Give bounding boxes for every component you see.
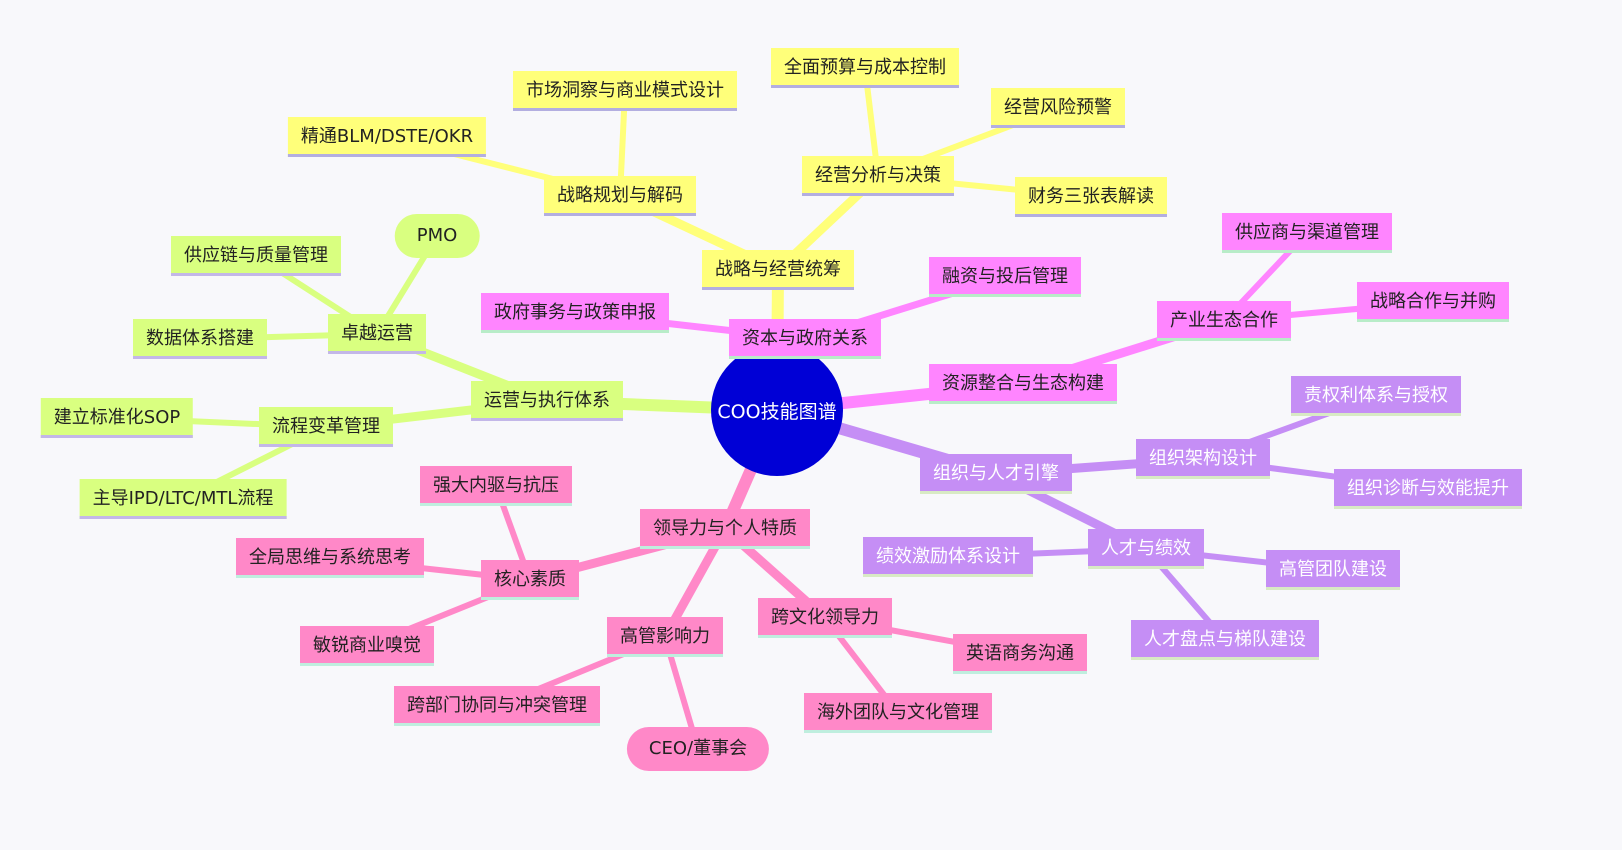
node-business-english[interactable]: 英语商务沟通 (953, 634, 1087, 674)
node-strategic-alliance[interactable]: 战略合作与并购 (1357, 282, 1509, 322)
node-financial-statements[interactable]: 财务三张表解读 (1015, 177, 1167, 217)
branch-operations[interactable]: 运营与执行体系 (471, 381, 623, 421)
node-budget-cost[interactable]: 全面预算与成本控制 (771, 48, 959, 88)
node-org-structure[interactable]: 组织架构设计 (1136, 439, 1270, 479)
node-cross-cultural[interactable]: 跨文化领导力 (758, 598, 892, 638)
branch-capital-government[interactable]: 资本与政府关系 (729, 319, 881, 359)
node-process-change[interactable]: 流程变革管理 (259, 407, 393, 447)
node-data-system[interactable]: 数据体系搭建 (133, 319, 267, 359)
node-standard-sop[interactable]: 建立标准化SOP (40, 398, 194, 438)
node-rights-authorization[interactable]: 责权利体系与授权 (1291, 376, 1461, 416)
node-executive-team[interactable]: 高管团队建设 (1266, 550, 1400, 590)
branch-organization-talent[interactable]: 组织与人才引擎 (920, 454, 1072, 494)
node-executive-influence[interactable]: 高管影响力 (607, 617, 723, 657)
node-pmo[interactable]: PMO (394, 214, 480, 258)
node-ipd-ltc-mtl[interactable]: 主导IPD/LTC/MTL流程 (79, 479, 287, 519)
node-market-insight[interactable]: 市场洞察与商业模式设计 (513, 71, 737, 111)
node-blm-dste-okr[interactable]: 精通BLM/DSTE/OKR (287, 117, 487, 157)
node-supply-chain[interactable]: 供应链与质量管理 (171, 236, 341, 276)
node-org-diagnosis[interactable]: 组织诊断与效能提升 (1334, 469, 1522, 509)
node-financing[interactable]: 融资与投后管理 (929, 257, 1081, 297)
node-core-qualities[interactable]: 核心素质 (481, 560, 579, 600)
node-ceo-board[interactable]: CEO/董事会 (626, 727, 770, 771)
node-operational-excellence[interactable]: 卓越运营 (328, 314, 426, 354)
root-node[interactable]: COO技能图谱 (711, 344, 843, 476)
node-talent-performance[interactable]: 人才与绩效 (1088, 529, 1204, 569)
node-industry-ecosystem[interactable]: 产业生态合作 (1157, 301, 1291, 341)
node-system-thinking[interactable]: 全局思维与系统思考 (236, 538, 424, 578)
node-supplier-channel[interactable]: 供应商与渠道管理 (1222, 213, 1392, 253)
node-strategic-planning[interactable]: 战略规划与解码 (544, 176, 696, 216)
node-business-analysis[interactable]: 经营分析与决策 (802, 156, 954, 196)
node-cross-department[interactable]: 跨部门协同与冲突管理 (394, 686, 600, 726)
node-government-affairs[interactable]: 政府事务与政策申报 (481, 293, 669, 333)
node-performance-incentive[interactable]: 绩效激励体系设计 (863, 537, 1033, 577)
node-overseas-team[interactable]: 海外团队与文化管理 (804, 693, 992, 733)
node-business-acumen[interactable]: 敏锐商业嗅觉 (300, 626, 434, 666)
branch-strategy[interactable]: 战略与经营统筹 (702, 250, 854, 290)
node-talent-review[interactable]: 人才盘点与梯队建设 (1131, 620, 1319, 660)
branch-resource-integration[interactable]: 资源整合与生态构建 (929, 364, 1117, 404)
branch-leadership[interactable]: 领导力与个人特质 (640, 509, 810, 549)
node-self-drive[interactable]: 强大内驱与抗压 (420, 466, 572, 506)
node-risk-warning[interactable]: 经营风险预警 (991, 88, 1125, 128)
